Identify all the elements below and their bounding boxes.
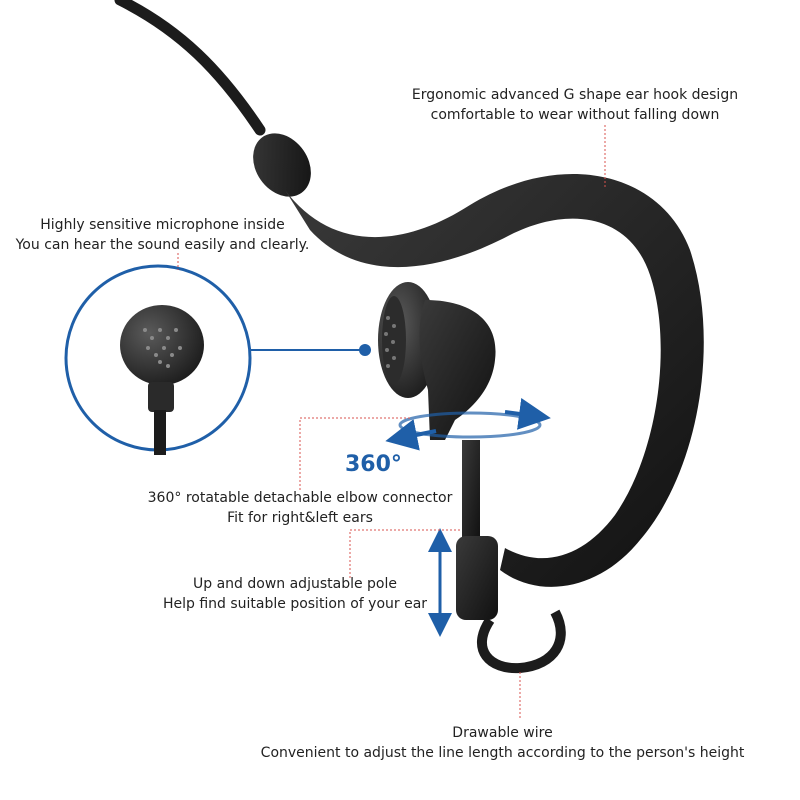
pole-callout: Up and down adjustable pole Help find su… (140, 574, 450, 614)
microphone-callout: Highly sensitive microphone inside You c… (0, 215, 325, 255)
pole-line2: Help find suitable position of your ear (162, 596, 428, 612)
rotation-label: 360° (345, 452, 402, 477)
wire-callout: Drawable wire Convenient to adjust the l… (230, 723, 775, 763)
microphone-head (120, 305, 204, 385)
elbow-callout: 360° rotatable detachable elbow connecto… (125, 488, 475, 528)
ear-hook-line2: comfortable to wear without falling down (430, 107, 720, 123)
elbow-line2: Fit for right&left ears (227, 510, 373, 526)
mic-neck (148, 382, 174, 412)
top-cable (114, 0, 266, 136)
microphone-line2: You can hear the sound easily and clearl… (15, 237, 310, 253)
mic-grille (143, 328, 182, 368)
ear-hook-line1: Ergonomic advanced G shape ear hook desi… (411, 87, 739, 103)
elbow-line1: 360° rotatable detachable elbow connecto… (147, 490, 453, 506)
microphone-line1: Highly sensitive microphone inside (40, 217, 285, 233)
strain-relief (253, 133, 311, 197)
earbud-body (419, 300, 496, 440)
mic-cable (154, 410, 166, 455)
wire-line1: Drawable wire (452, 725, 553, 741)
wire-loop (477, 609, 566, 674)
earbud-grille (384, 316, 396, 368)
ear-hook (285, 173, 704, 587)
pole-line1: Up and down adjustable pole (193, 576, 397, 592)
wire-line2: Convenient to adjust the line length acc… (260, 745, 745, 761)
adjustable-pole (462, 440, 480, 540)
pole-sleeve (456, 536, 498, 620)
ear-hook-callout: Ergonomic advanced G shape ear hook desi… (380, 85, 770, 125)
